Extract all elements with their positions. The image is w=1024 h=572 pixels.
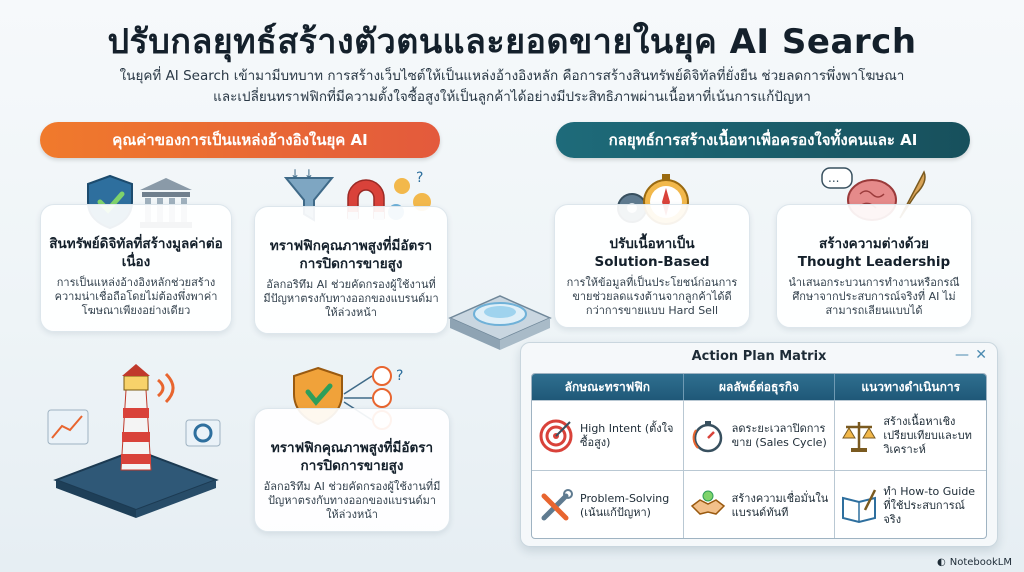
cell-text: สร้างความเชื่อมั่นในแบรนด์ทันที — [731, 491, 829, 519]
card-quality-traffic-1: ทราฟฟิกคุณภาพสูงที่มีอัตราการปิดการขายสู… — [254, 206, 448, 334]
scales-icon — [842, 421, 877, 452]
cell-text: สร้างเนื้อหาเชิงเปรียบเทียบและบทวิเคราะห… — [883, 414, 972, 456]
target-icon — [539, 419, 573, 452]
svg-text:...: ... — [828, 171, 839, 185]
matrix-table: ลักษณะทราฟฟิก ผลลัพธ์ต่อธุรกิจ แนวทางดำเ… — [531, 373, 987, 539]
cell-text: ลดระยะเวลาปิดการขาย (Sales Cycle) — [731, 421, 827, 449]
table-cell: ลดระยะเวลาปิดการขาย (Sales Cycle) — [684, 401, 836, 470]
handshake-icon — [690, 490, 725, 515]
platform-device-icon — [448, 295, 552, 350]
svg-text:?: ? — [396, 368, 403, 384]
book-quill-icon — [842, 488, 877, 523]
card-thought-leadership: สร้างความต่างด้วย Thought Leadership นำเ… — [776, 204, 972, 328]
table-cell: Problem-Solving (เน้นแก้ปัญหา) — [532, 471, 684, 538]
card-body: การให้ข้อมูลที่เป็นประโยชน์ก่อนการขายช่ว… — [566, 276, 738, 317]
card-body: นำเสนอกระบวนการทำงานหรือกรณีศึกษาจากประส… — [788, 276, 960, 317]
card-heading-2: Thought Leadership — [797, 254, 951, 270]
card-heading: ทราฟฟิกคุณภาพสูงที่มีอัตราการปิดการขายสู… — [269, 238, 433, 272]
card-body: การเป็นแหล่งอ้างอิงหลักช่วยสร้างความน่าเ… — [54, 276, 218, 317]
card-quality-traffic-2: ทราฟฟิกคุณภาพสูงที่มีอัตราการปิดการขายสู… — [254, 408, 450, 532]
stopwatch-icon — [692, 420, 722, 452]
brand-watermark: ◐ NotebookLM — [937, 557, 1012, 568]
matrix-title: Action Plan Matrix — [691, 349, 827, 364]
card-body: อัลกอริทึม AI ช่วยคัดกรองผู้ใช้งานที่มีป… — [263, 278, 439, 319]
column-header: แนวทางดำเนินการ — [861, 379, 961, 394]
notebook-logo-icon: ◐ — [937, 557, 946, 568]
card-heading: ทราฟฟิกคุณภาพสูงที่มีอัตราการปิดการขายสู… — [270, 440, 434, 474]
table-row: Problem-Solving (เน้นแก้ปัญหา) สร้างความ… — [532, 470, 986, 538]
right-section-pill: กลยุทธ์การสร้างเนื้อหาเพื่อครองใจทั้งคนแ… — [556, 122, 970, 158]
card-heading-1: ปรับเนื้อหาเป็น — [609, 236, 695, 252]
cell-text: Problem-Solving (เน้นแก้ปัญหา) — [580, 491, 670, 519]
left-section-pill: คุณค่าของการเป็นแหล่งอ้างอิงในยุค AI — [40, 122, 440, 158]
subtitle-line-1: ในยุคที่ AI Search เข้ามามีบทบาท การสร้า… — [119, 68, 905, 84]
card-heading-1: สร้างความต่างด้วย — [819, 236, 929, 252]
matrix-header: ลักษณะทราฟฟิก ผลลัพธ์ต่อธุรกิจ แนวทางดำเ… — [532, 374, 986, 400]
card-body: อัลกอริทึม AI ช่วยคัดกรองผู้ใช้งานที่มีป… — [263, 480, 441, 521]
minimize-icon[interactable]: — — [955, 347, 969, 363]
column-header: ลักษณะทราฟฟิก — [532, 374, 684, 400]
table-cell: High Intent (ตั้งใจซื้อสูง) — [532, 401, 684, 470]
table-cell: สร้างเนื้อหาเชิงเปรียบเทียบและบทวิเคราะห… — [835, 401, 986, 470]
cell-text: High Intent (ตั้งใจซื้อสูง) — [580, 421, 674, 449]
table-cell: ทำ How-to Guide ที่ใช้ประสบการณ์จริง — [835, 471, 986, 538]
table-cell: สร้างความเชื่อมั่นในแบรนด์ทันที — [684, 471, 836, 538]
action-plan-matrix: Action Plan Matrix — ✕ ลักษณะทราฟฟิก ผลล… — [520, 342, 998, 547]
svg-text:↓ ↓: ↓ ↓ — [290, 168, 314, 181]
subtitle-line-2: และเปลี่ยนทราฟฟิกที่มีความตั้งใจซื้อสูงใ… — [213, 89, 811, 105]
table-row: High Intent (ตั้งใจซื้อสูง) ลดระยะเวลาปิ… — [532, 400, 986, 470]
cell-text: ทำ How-to Guide ที่ใช้ประสบการณ์จริง — [883, 484, 976, 526]
card-heading: สินทรัพย์ดิจิทัลที่สร้างมูลค่าต่อเนื่อง — [49, 236, 223, 270]
card-heading-2: Solution-Based — [594, 254, 710, 270]
page-subtitle: ในยุคที่ AI Search เข้ามามีบทบาท การสร้า… — [40, 66, 984, 108]
lighthouse-icon — [47, 364, 221, 518]
brand-name: NotebookLM — [949, 557, 1012, 568]
tools-icon — [541, 488, 573, 520]
column-header: ผลลัพธ์ต่อธุรกิจ — [684, 374, 836, 400]
card-solution-based: ปรับเนื้อหาเป็น Solution-Based การให้ข้อ… — [554, 204, 750, 328]
svg-text:?: ? — [416, 170, 423, 186]
close-icon[interactable]: ✕ — [975, 347, 987, 363]
card-digital-asset: สินทรัพย์ดิจิทัลที่สร้างมูลค่าต่อเนื่อง … — [40, 204, 232, 332]
page-title: ปรับกลยุทธ์สร้างตัวตนและยอดขายในยุค AI S… — [107, 22, 917, 62]
